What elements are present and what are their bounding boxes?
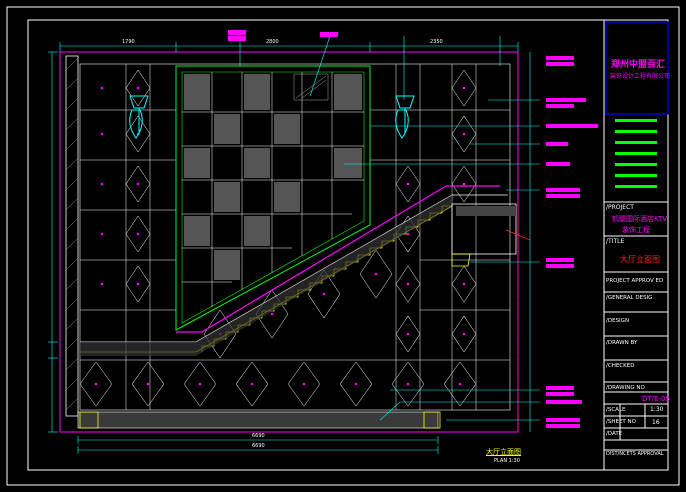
project-name-line1: 鹤壁国际酒店KTV — [612, 215, 668, 223]
scale-value: 1:30 — [650, 406, 664, 413]
design-label: /DESIGN — [606, 318, 630, 324]
drawing-caption-scale: PLAN 1:30 — [494, 458, 520, 464]
sheet-border-inner — [27, 19, 669, 471]
left-column — [65, 55, 79, 417]
drawing-no-value: DT/E-05 — [642, 395, 670, 403]
drawing-no-label: /DRAWING NO — [606, 385, 645, 391]
dimensions — [48, 42, 531, 454]
sheet-border-outer — [6, 6, 680, 486]
dim-top-left: 1790 — [122, 39, 135, 45]
project-label: /PROJECT — [606, 204, 634, 211]
approved-label: PROJECT APPROV ED — [606, 278, 664, 284]
drawn-by-label: /DRAWN BY — [606, 340, 638, 346]
logo-box — [605, 21, 669, 115]
glass-wall — [175, 65, 371, 331]
scale-label: /SCALE — [606, 407, 626, 413]
drawing-caption: 大厅立面图 — [486, 448, 521, 456]
general-design-label: /GENERAL DESIG — [606, 295, 653, 301]
checked-label: /CHECKED — [606, 363, 635, 369]
staircase — [80, 185, 508, 356]
title-label: /TITLE — [606, 238, 625, 245]
company-name: 郑州中盟百汇 — [611, 60, 666, 70]
landing-section — [451, 200, 531, 430]
annotations — [239, 30, 540, 421]
approval-label: DIST/NCETS APPROVAL — [606, 451, 664, 457]
dim-top-mid: 2800 — [266, 39, 279, 45]
dim-top-right: 2350 — [430, 39, 443, 45]
dim-bottom-2: 6690 — [252, 443, 265, 449]
annotation-tags — [228, 30, 598, 428]
wall-lamp-right — [395, 95, 415, 139]
drawing-title: 大厅立面图 — [620, 255, 660, 264]
wall-lamp-left — [129, 95, 149, 139]
project-name-line2: 装饰工程 — [622, 226, 650, 234]
sheet-label: /SHEET NO — [606, 419, 636, 425]
green-bars — [615, 119, 657, 188]
dim-bottom-1: 6690 — [252, 433, 265, 439]
title-block — [603, 20, 669, 470]
company-subtitle: 装饰设计工程有限公司 — [610, 73, 671, 80]
date-label: /DATE — [606, 431, 623, 437]
wall-outline — [59, 51, 519, 433]
floor — [77, 411, 441, 429]
sheet-value: 16 — [652, 419, 660, 426]
elevation-drawing — [59, 51, 531, 433]
